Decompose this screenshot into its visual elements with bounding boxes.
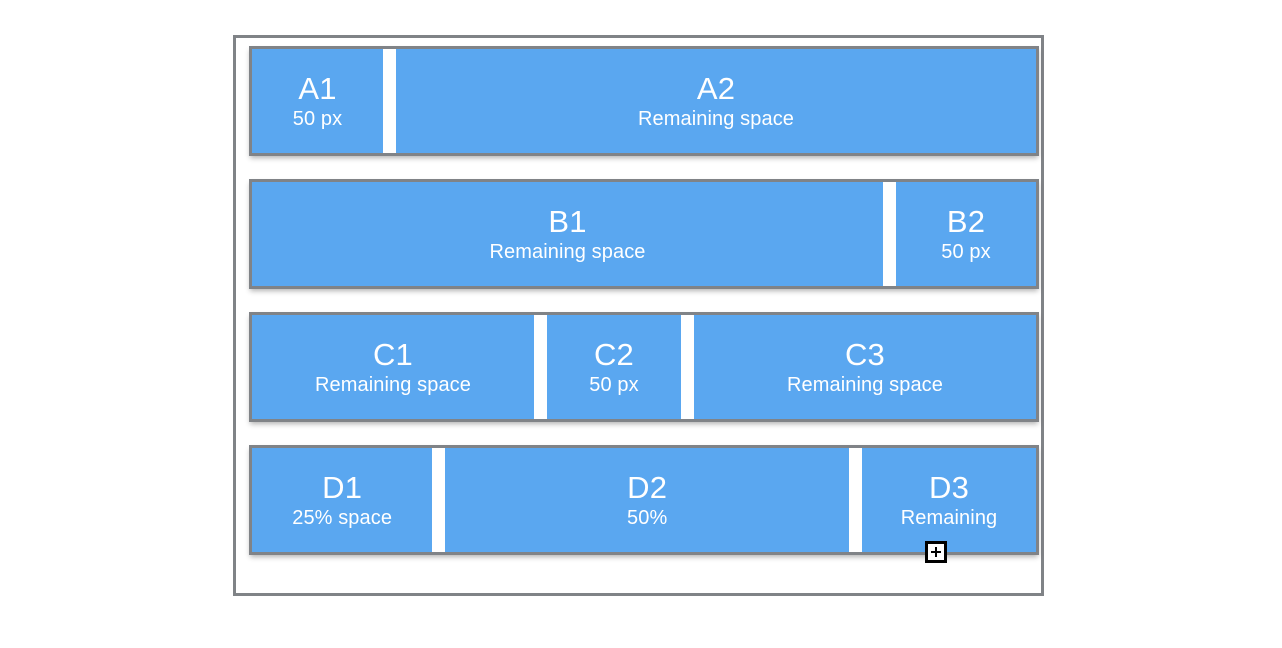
- flex-row-c: C1 Remaining space C2 50 px C3 Remaining…: [249, 312, 1039, 422]
- layout-demo-container: A1 50 px A2 Remaining space B1 Remaining…: [233, 35, 1044, 596]
- flex-item-d2[interactable]: D2 50%: [445, 448, 850, 552]
- flex-item-subtitle: 50%: [627, 507, 668, 530]
- flex-item-subtitle: 50 px: [941, 241, 991, 264]
- flex-rows-wrapper: A1 50 px A2 Remaining space B1 Remaining…: [249, 46, 1039, 555]
- flex-item-subtitle: Remaining space: [786, 374, 943, 397]
- flex-row-b: B1 Remaining space B2 50 px: [249, 179, 1039, 289]
- flex-item-c1[interactable]: C1 Remaining space: [252, 315, 534, 419]
- flex-item-title: C3: [844, 336, 885, 372]
- flex-item-subtitle: Remaining space: [314, 374, 471, 397]
- flex-row-d: D1 25% space D2 50% D3 Remaining: [249, 445, 1039, 555]
- flex-item-title: D2: [627, 469, 668, 505]
- flex-item-c3[interactable]: C3 Remaining space: [693, 315, 1036, 419]
- flex-item-subtitle: 25% space: [292, 507, 393, 530]
- flex-item-title: A2: [696, 70, 736, 106]
- flex-item-d3[interactable]: D3 Remaining: [862, 448, 1036, 552]
- flex-item-title: B2: [946, 203, 986, 239]
- flex-item-title: D3: [929, 469, 970, 505]
- flex-row-a: A1 50 px A2 Remaining space: [249, 46, 1039, 156]
- flex-item-title: C2: [593, 336, 634, 372]
- flex-item-a2[interactable]: A2 Remaining space: [396, 49, 1036, 153]
- flex-item-subtitle: Remaining space: [637, 108, 795, 131]
- flex-item-b1[interactable]: B1 Remaining space: [252, 182, 883, 286]
- flex-item-d1[interactable]: D1 25% space: [252, 448, 433, 552]
- flex-item-subtitle: Remaining: [900, 507, 998, 530]
- flex-item-subtitle: 50 px: [292, 108, 343, 131]
- flex-item-title: B1: [548, 203, 587, 239]
- flex-item-title: D1: [322, 469, 363, 505]
- flex-item-c2[interactable]: C2 50 px: [546, 315, 681, 419]
- flex-item-title: A1: [298, 70, 337, 106]
- flex-item-subtitle: 50 px: [589, 374, 639, 397]
- flex-item-subtitle: Remaining space: [489, 241, 646, 264]
- flex-item-b2[interactable]: B2 50 px: [896, 182, 1036, 286]
- flex-item-title: C1: [372, 336, 413, 372]
- flex-item-a1[interactable]: A1 50 px: [252, 49, 383, 153]
